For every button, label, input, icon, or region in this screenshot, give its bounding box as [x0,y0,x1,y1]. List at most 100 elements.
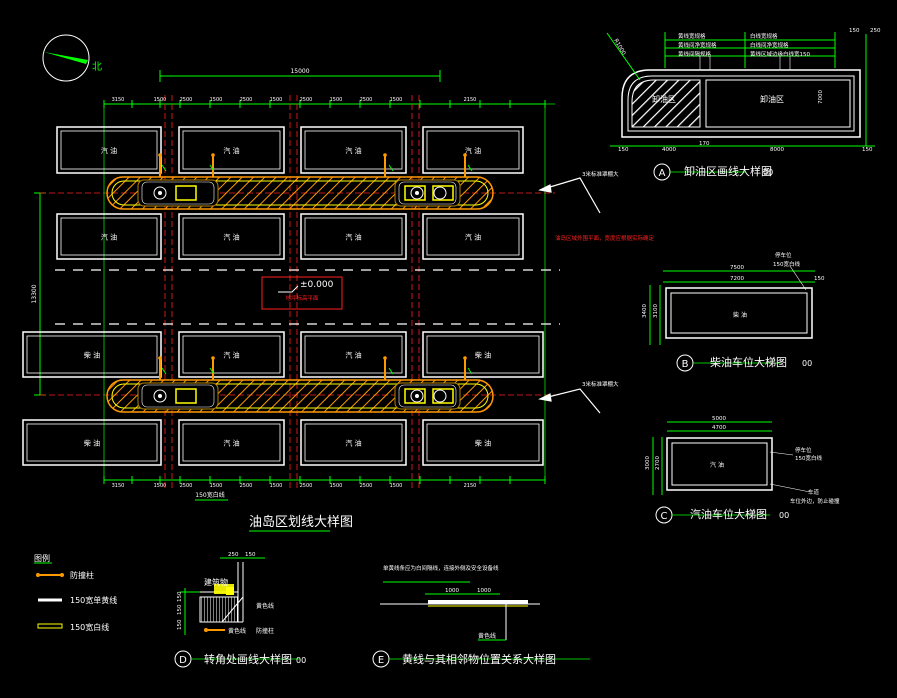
stall-label: 汽 油 [101,146,117,155]
a-legend-1: 黄线间净宽规格 [678,41,717,49]
c-dim-l1: 2700 [655,456,661,470]
main-title: 油岛区划线大样图 [249,514,353,530]
c-note-1: 150宽白线 [795,454,822,462]
a-zone-2: 卸油区 [760,94,784,104]
top-dim-5: 1500 [270,97,283,103]
red-note: 油岛区域外围平面，宽度应根据实际确定 [555,234,655,242]
c-letter: C [661,511,668,522]
north-arrow: 北 [42,34,102,82]
stall-label: 汽 油 [345,146,361,155]
a-dim-b1: 4000 [662,147,676,153]
canopy-arrows [538,177,601,414]
stall-label: 汽 油 [345,439,361,448]
parking-stall: 汽 油 [56,126,162,174]
bottom-dim-6: 2500 [300,483,313,489]
c-note-2: 车道 [808,488,820,496]
parking-stall: 汽 油 [300,126,407,174]
parking-stall: 汽 油 [178,213,285,260]
detail-c: 5000 4700 3000 2700 汽 油 停车位 150宽白线 车道 车位… [645,416,840,524]
stall-label: 柴 油 [475,439,491,448]
b-letter: B [682,359,689,370]
parking-stall: 汽 油 [422,213,524,260]
stall-label: 柴 油 [475,351,491,360]
e-dim-0: 1000 [445,588,459,594]
parking-stall: 汽 油 [56,213,162,260]
top-dim-8: 2500 [360,97,373,103]
oil-islands [106,153,494,413]
d-title-suffix: 00 [296,656,306,665]
c-title-suffix: 00 [779,511,789,520]
d-dim-4: 150 [177,619,183,630]
d-label-2: 黄色线 [228,627,246,635]
stall-label: 汽 油 [345,233,361,242]
parking-stall: 汽 油 [178,331,285,378]
bottom-note: 150宽白线 [195,491,224,499]
stall-label: 柴 油 [84,351,100,360]
top-dim-1: 1500 [154,97,167,103]
arrow-note-1: 3米标准罩棚大 [582,170,619,178]
stall-label: 柴 油 [84,439,100,448]
top-dim-10: 2150 [464,97,477,103]
bottom-dim-5: 1500 [270,483,283,489]
e-letter: E [378,655,384,666]
d-label-1: 黄色线 [256,602,274,610]
parking-stalls: 汽 油汽 油汽 油汽 油汽 油汽 油汽 油汽 油柴 油汽 油汽 油柴 油柴 油汽… [22,126,544,466]
d-dim-0: 250 [228,552,239,558]
top-dim-2: 2500 [180,97,193,103]
a-legend-3: 白线宽规格 [750,32,778,40]
stall-label: 汽 油 [223,439,239,448]
c-dim-t1: 4700 [712,425,726,431]
a-dim-b2: 170 [699,141,710,147]
top-dim-6: 2500 [300,97,313,103]
detail-b: 7500 7200 150 3400 3100 柴 油 停车位 150宽白线 B… [642,251,825,372]
parking-stall: 汽 油 [422,126,524,174]
b-dim-l1: 3100 [653,304,659,318]
parking-stall: 汽 油 [178,419,285,466]
bottom-dim-7: 1500 [330,483,343,489]
c-label: 汽 油 [710,461,724,469]
a-dim-b3: 8000 [770,147,784,153]
bottom-dim-1: 1500 [154,483,167,489]
detail-d: 250 150 150 150 150 建筑物 黄色线 黄色线 防撞柱 D 转角… [174,552,306,668]
d-dim-3: 150 [177,604,183,615]
a-dim-t1: 250 [870,28,881,34]
parking-stall: 汽 油 [300,331,407,378]
bottom-dim-0: 3150 [112,483,125,489]
bottom-dim-8: 2500 [360,483,373,489]
bottom-dim-10: 2150 [464,483,477,489]
top-dim-4: 2500 [240,97,253,103]
a-slash-dim: R1000 [612,38,626,57]
c-dim-l0: 3000 [645,456,651,470]
legend-item-2: 150宽白线 [70,622,109,632]
a-zone-1: 卸油区 [652,94,676,104]
parking-stall: 汽 油 [300,213,407,260]
stall-label: 汽 油 [465,233,481,242]
b-dim-t1: 7200 [730,276,744,282]
stall-label: 汽 油 [101,233,117,242]
top-dim-9: 1500 [390,97,403,103]
parking-stall: 柴 油 [22,331,162,378]
stall-label: 汽 油 [223,146,239,155]
parking-stall: 汽 油 [178,126,285,174]
stall-label: 汽 油 [465,146,481,155]
d-label-3: 防撞柱 [256,627,274,635]
stall-label: 汽 油 [223,233,239,242]
detail-e: 单黄线条应为白间隔线，连接外侧及安全设备线 1000 1000 黄色线 E 黄线… [372,564,590,668]
b-note-1: 150宽白线 [773,260,800,268]
b-label: 柴 油 [733,311,747,319]
bottom-dim-2: 2500 [180,483,193,489]
stall-label: 汽 油 [223,351,239,360]
a-dim-right: 7000 [818,90,824,104]
d-letter: D [179,655,187,666]
elevation-note: 地坪标高平面 [285,294,319,302]
b-note-0: 停车位 [775,251,792,259]
d-title: 转角处画线大样图 [204,652,292,666]
bottom-dim-9: 1500 [390,483,403,489]
legend-item-1: 150宽单黄线 [70,595,117,605]
left-dim: 13300 [31,284,38,303]
c-title: 汽油车位大梯图 [690,507,767,521]
a-dim-t0: 150 [849,28,860,34]
